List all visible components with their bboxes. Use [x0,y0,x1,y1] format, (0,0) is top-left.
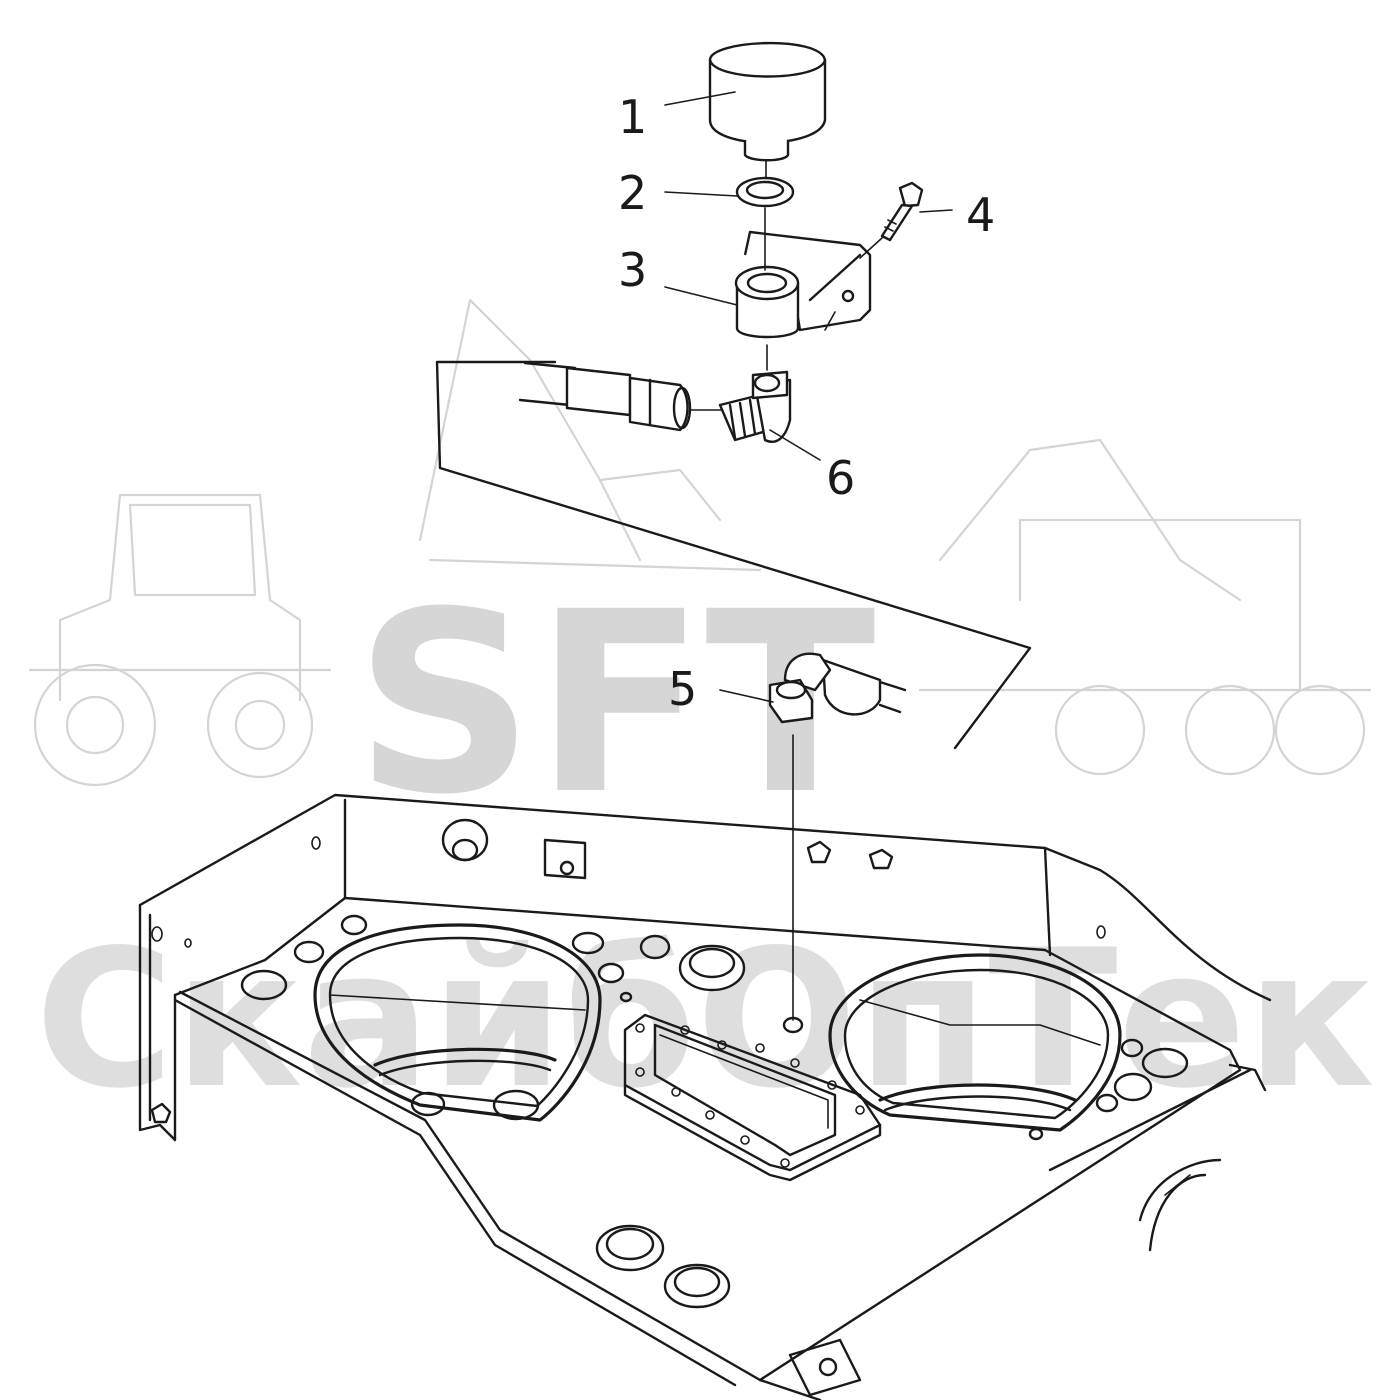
part-6-elbow-fitting [689,370,821,461]
cover-bolt-holes [635,1023,865,1168]
watermark: SFT СкайбОпТек [28,298,1375,1130]
callout-1: 1 [618,90,647,144]
part-1-breather-cap [664,41,827,179]
callout-4: 4 [966,188,995,242]
wall-fittings [150,818,894,1124]
callout-labels: 1 2 3 4 5 6 [618,90,995,716]
callout-6: 6 [826,451,855,505]
callout-5: 5 [668,662,697,716]
seal-rings [595,944,746,1309]
watermark-excavator-icon [418,298,762,572]
callout-2: 2 [618,166,647,220]
plate-holes [151,836,1189,1141]
part-3-filler-neck [664,230,872,371]
part-5-hose-elbow [719,652,907,724]
watermark-backhoe-icon [918,438,1372,776]
watermark-tractor-icon [28,493,332,787]
callout-3: 3 [618,243,647,297]
hose-detail-panel [435,360,1032,750]
hydraulic-tank [138,734,1272,1400]
part-2-sealing-ring [664,176,795,271]
part-4-bolt [859,181,953,259]
